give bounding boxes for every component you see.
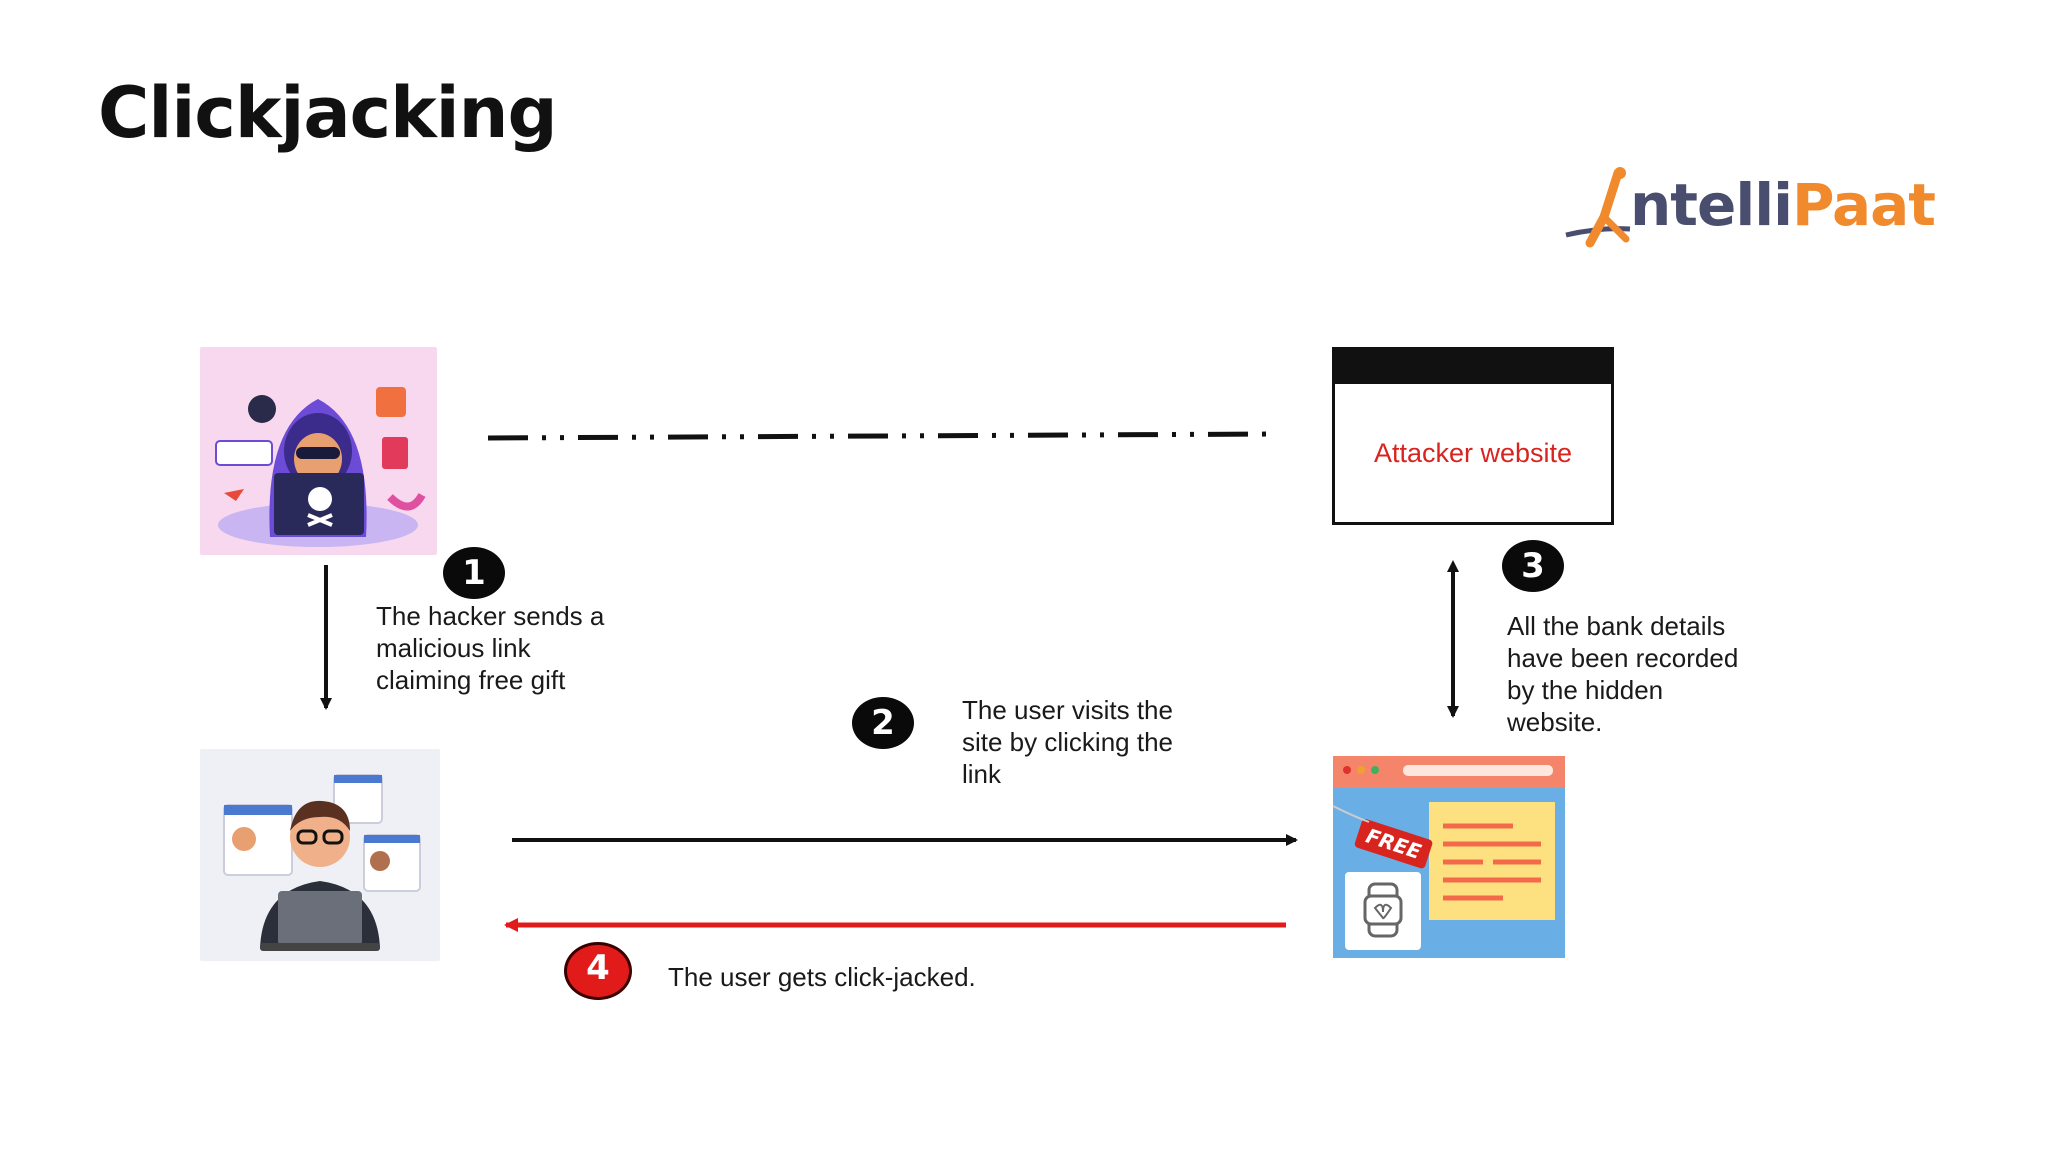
logo-wordmark: ntelliPaat xyxy=(1630,171,1936,239)
step-3-badge: 3 xyxy=(1502,540,1564,592)
logo-wordmark-a: ntelli xyxy=(1630,171,1793,239)
step-3-line: All the bank details xyxy=(1507,611,1726,641)
free-gift-site-illustration: FREE xyxy=(1332,756,1565,958)
logo-runner-icon xyxy=(1565,167,1631,248)
step-1-line: The hacker sends a xyxy=(376,601,605,631)
hacker-illustration xyxy=(200,347,437,555)
logo-wordmark-b: Paat xyxy=(1792,171,1936,239)
step-2-line: The user visits the xyxy=(962,695,1173,725)
step-2-badge: 2 xyxy=(852,697,914,749)
step-1-line: claiming free gift xyxy=(376,665,566,695)
step-2-line: site by clicking the xyxy=(962,727,1173,757)
step-4-text: The user gets click-jacked. xyxy=(668,961,976,993)
intellipaat-logo: ntelliPaat xyxy=(1560,165,1936,257)
step-3-text: All the bank details have been recorded … xyxy=(1507,610,1738,738)
step-1-line: malicious link xyxy=(376,633,531,663)
step-3-line: by the hidden xyxy=(1507,675,1664,705)
user-illustration xyxy=(200,749,440,961)
step-3-line: have been recorded xyxy=(1507,643,1739,673)
step-4-badge: 4 xyxy=(564,942,632,1000)
step-4-line: The user gets click-jacked. xyxy=(668,962,976,992)
step-2-line: link xyxy=(962,759,1002,789)
step-2-text: The user visits the site by clicking the… xyxy=(962,694,1173,790)
hacker-to-attacker-dashdot-line xyxy=(487,431,1277,441)
attacker-website-box: Attacker website xyxy=(1332,347,1614,525)
attacker-website-label: Attacker website xyxy=(1373,438,1573,468)
step-1-badge: 1 xyxy=(443,547,505,599)
step-1-text: The hacker sends a malicious link claimi… xyxy=(376,600,604,696)
step-3-line: website. xyxy=(1507,707,1603,737)
slide-title: Clickjacking xyxy=(98,72,558,154)
attacker-window-titlebar xyxy=(1335,350,1611,384)
